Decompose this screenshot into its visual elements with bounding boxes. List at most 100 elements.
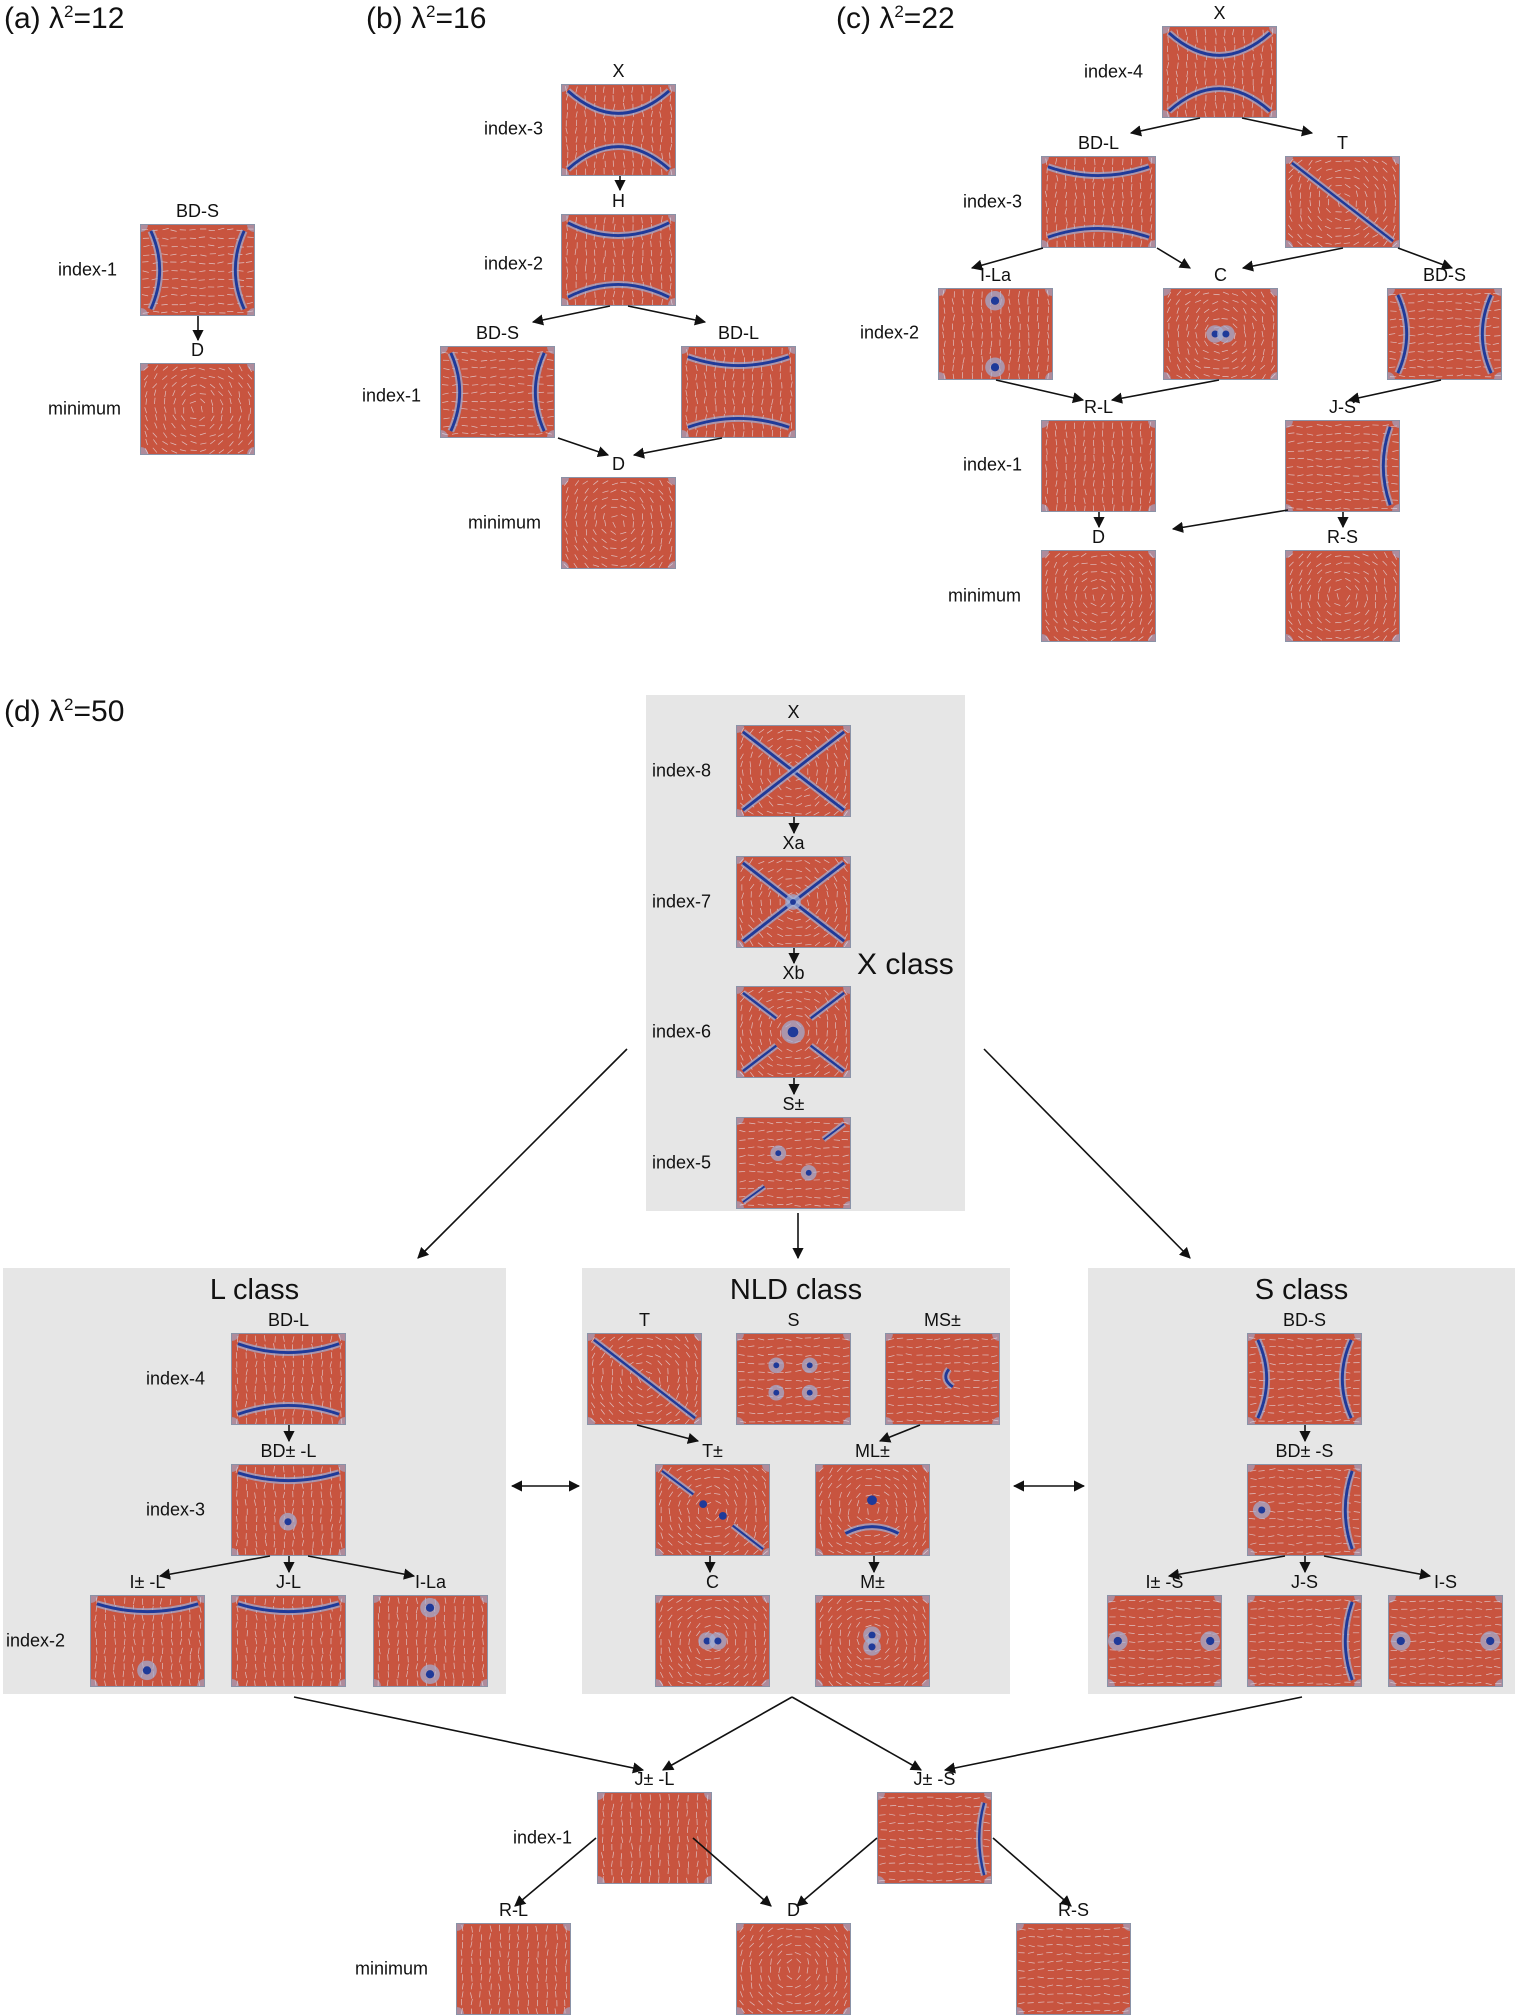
director-field-thumbnail [815,1464,930,1556]
transition-arrow [970,247,1044,271]
state-node: X [1162,3,1277,118]
director-field-thumbnail [90,1595,205,1687]
director-field-plot [1164,289,1277,379]
director-field-plot [656,1465,769,1555]
director-field-thumbnail [655,1464,770,1556]
state-label: T± [702,1441,723,1461]
director-field-thumbnail [1163,288,1278,380]
state-label: I-S [1433,1572,1457,1592]
director-field-plot [939,289,1052,379]
director-field-thumbnail [1041,156,1156,248]
x-class-title: X class [857,948,954,981]
state-label: Xb [782,963,805,983]
state-node: X [736,702,851,817]
director-field-thumbnail [736,725,851,817]
director-field-thumbnail [456,1923,571,2015]
state-label: BD± -S [1275,1441,1334,1461]
index-label: index-2 [484,253,544,274]
index-label: minimum [355,1958,429,1979]
state-label: BD-L [1077,133,1119,153]
state-node: I-S [1388,1572,1503,1687]
director-field-plot [588,1334,701,1424]
transition-arrow [1347,379,1442,404]
state-label: J-S [1291,1572,1318,1592]
state-node: J-S [1285,397,1400,512]
state-node: J-L [231,1572,346,1687]
state-label: J± -S [913,1769,956,1789]
index-label: index-1 [963,454,1023,475]
director-field-plot [1042,551,1155,641]
transition-arrow [1241,117,1314,137]
director-field-plot [737,1924,850,2014]
index-label: index-1 [58,259,118,280]
transition-arrow [531,305,611,326]
lambda-value: =12 [73,2,125,35]
lambda-symbol: λ [879,2,895,35]
director-field-plot [682,347,795,437]
state-node: D [140,340,255,455]
director-field-thumbnail [655,1595,770,1687]
state-node: R-L [456,1900,571,2015]
state-label: D [191,340,204,360]
director-field-thumbnail [597,1792,712,1884]
state-label: I-La [979,265,1012,285]
director-field-plot [1388,289,1501,379]
state-label: BD-S [1282,1310,1326,1330]
director-field-plot [91,1596,204,1686]
director-field-plot [232,1596,345,1686]
state-node: I± -S [1107,1572,1222,1687]
state-node: X [561,61,676,176]
state-label: BD-L [267,1310,309,1330]
lambda-value: =50 [73,695,125,728]
director-field-plot [232,1334,345,1424]
director-field-thumbnail [140,224,255,316]
director-field-plot [656,1596,769,1686]
state-node: J-S [1247,1572,1362,1687]
state-label: S± [782,1094,805,1114]
director-field-plot [878,1793,991,1883]
index-label: index-7 [652,891,712,912]
state-label: ML± [855,1441,890,1461]
director-field-thumbnail [885,1333,1000,1425]
panel-letter: (b) [366,2,403,35]
transition-arrow [417,1048,628,1259]
state-node: BD-L [681,323,796,438]
transition-arrow [878,1424,921,1443]
transition-arrow [1110,379,1220,404]
panel-letter: (a) [4,2,41,35]
state-label: I-La [414,1572,447,1592]
index-label: minimum [948,585,1022,606]
director-field-thumbnail [440,346,555,438]
lambda-value: =16 [435,2,487,35]
panel-label-c: (c) λ2=22 [836,2,955,36]
director-field-thumbnail [1162,26,1277,118]
state-node: T± [655,1441,770,1556]
director-field-thumbnail [815,1595,930,1687]
director-field-thumbnail [561,477,676,569]
director-field-plot [816,1465,929,1555]
state-node: R-S [1016,1900,1131,2015]
state-node: ML± [815,1441,930,1556]
state-node: Xb [736,963,851,1078]
state-node: C [1163,265,1278,380]
transition-arrow [627,305,707,326]
index-label: index-3 [484,118,544,139]
index-label: minimum [48,398,122,419]
state-label: T [639,1310,650,1330]
state-label: R-S [1327,527,1358,547]
state-node: H [561,191,676,306]
lambda-exponent: 2 [64,2,74,21]
state-node: BD± -S [1247,1441,1362,1556]
director-field-thumbnail [938,288,1053,380]
index-label: minimum [468,512,542,533]
state-node: I± -L [90,1572,205,1687]
lambda-exponent: 2 [64,695,74,714]
director-field-thumbnail [1387,288,1502,380]
state-label: C [706,1572,719,1592]
lambda-symbol: λ [411,2,427,35]
index-label: index-3 [146,1499,206,1520]
state-node: S [736,1310,851,1425]
state-node: BD-L [1041,133,1156,248]
director-field-thumbnail [1285,420,1400,512]
